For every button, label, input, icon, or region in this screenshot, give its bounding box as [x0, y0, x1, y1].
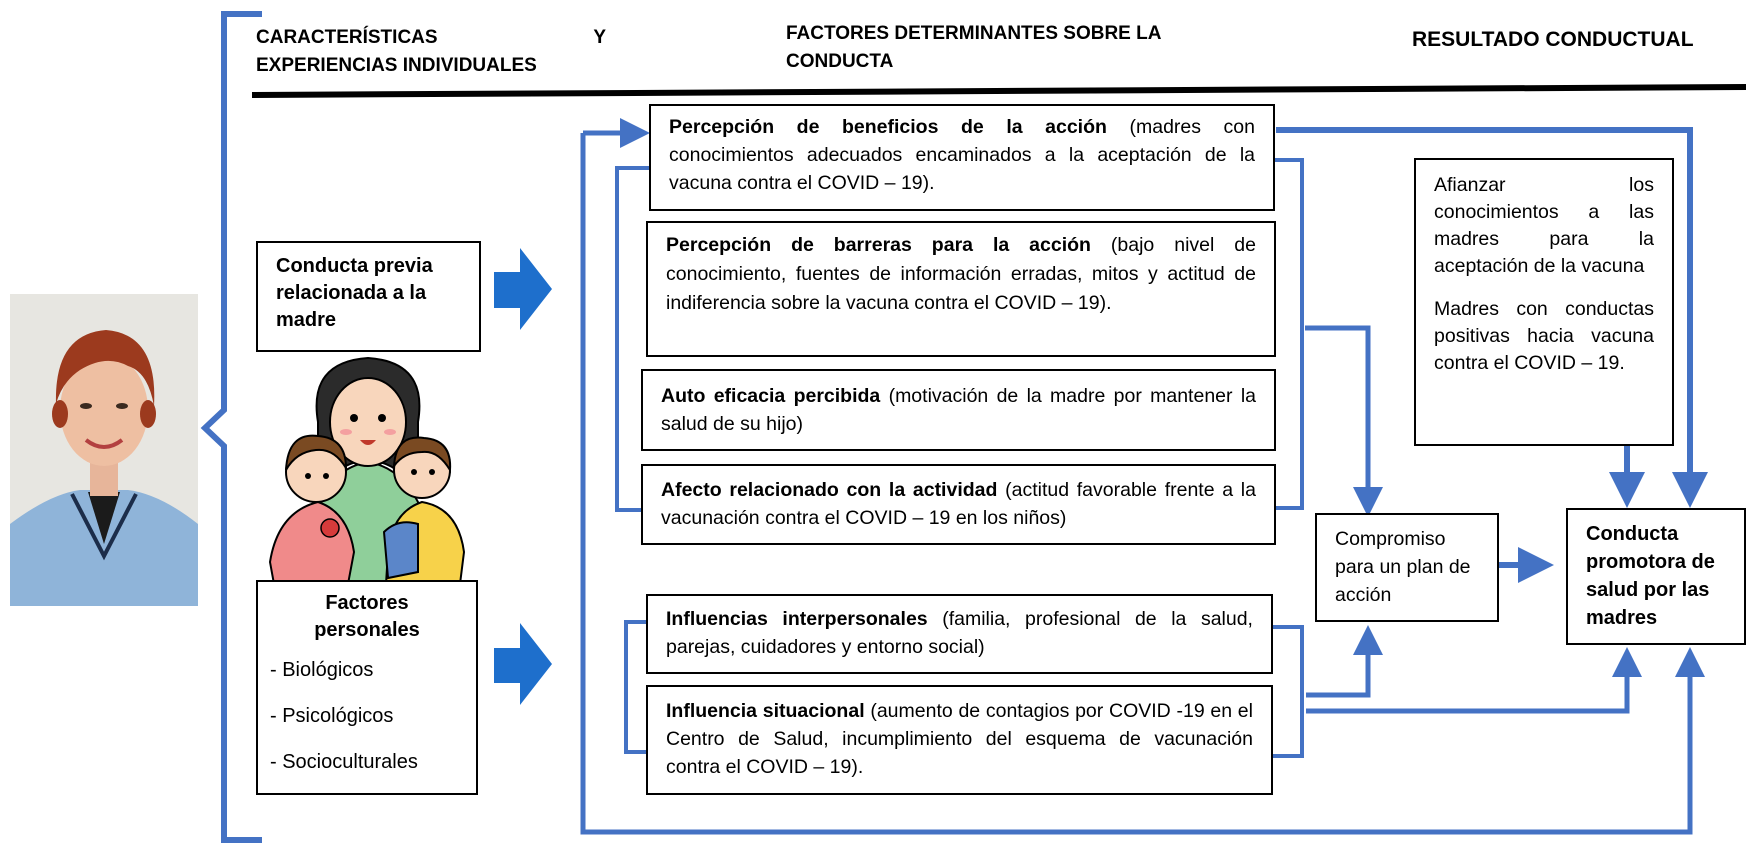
interpersonales-box: Influencias interpersonales (familia, pr…	[646, 594, 1273, 674]
beneficios-box: Percepción de beneficios de la acción (m…	[649, 104, 1275, 211]
group2-to-compromiso	[1306, 625, 1383, 698]
interpersonales-title: Influencias interpersonales	[666, 608, 928, 630]
beneficios-title: Percepción de beneficios de la acción	[669, 116, 1107, 138]
feedback-loop	[580, 133, 1705, 835]
barreras-text: (bajo nivel de conocimiento, fuentes de …	[666, 234, 1256, 314]
factores-personales-box: Factores personales - Biológicos - Psico…	[256, 580, 478, 795]
afecto-box: Afecto relacionado con la actividad (act…	[641, 464, 1276, 545]
afecto-title: Afecto relacionado con la actividad	[661, 479, 998, 501]
afianzar-text: Afianzar los conocimientos a las madres …	[1434, 174, 1654, 277]
group1-to-compromiso	[1305, 325, 1383, 517]
conducta-previa-box: Conducta previa relacionada a la madre	[256, 241, 481, 352]
header-col1-caracteristicas: CARACTERÍSTICAS	[256, 27, 438, 48]
header-col2: FACTORES DETERMINANTES SOBRE LA CONDUCTA	[786, 23, 1161, 72]
afecto-text: (actitud favorable frente a la vacunació…	[661, 479, 1256, 529]
interpersonales-text: (familia, profesional de la salud, parej…	[666, 608, 1253, 658]
group2-to-conducta	[1306, 647, 1642, 714]
factor-item: - Biológicos	[270, 659, 374, 681]
beneficios-text: (madres con conocimientos adecuados enca…	[669, 116, 1255, 194]
factores-personales-title: Factores personales	[314, 592, 420, 641]
autoeficacia-text: (motivación de la madre por mantener la …	[661, 385, 1256, 435]
barreras-box: Percepción de barreras para la acción (b…	[646, 221, 1276, 357]
outer-bracket	[200, 11, 262, 843]
big-arrow-upper	[494, 248, 552, 330]
beneficios-to-conducta	[1276, 127, 1708, 508]
header-col1-line2: EXPERIENCIAS INDIVIDUALES	[256, 55, 537, 76]
mother-children-illustration	[268, 352, 468, 585]
group1-right-bracket	[1274, 158, 1304, 510]
situacional-title: Influencia situacional	[666, 700, 865, 722]
header-col1-y: Y	[593, 27, 606, 48]
group1-left-bracket	[615, 166, 649, 512]
group2-right-bracket	[1272, 625, 1304, 758]
group2-left-bracket	[624, 620, 647, 754]
big-arrow-lower	[494, 623, 552, 705]
header-col1: CARACTERÍSTICAS Y EXPERIENCIAS INDIVIDUA…	[256, 24, 606, 80]
autoeficacia-title: Auto eficacia percibida	[661, 385, 881, 407]
situacional-box: Influencia situacional (aumento de conta…	[646, 685, 1273, 795]
autoeficacia-box: Auto eficacia percibida (motivación de l…	[641, 369, 1276, 451]
factor-item: - Psicológicos	[270, 705, 394, 727]
situacional-text: (aumento de contagios por COVID -19 en e…	[666, 700, 1253, 778]
conducta-promotora-box: Conducta promotora de salud por las madr…	[1566, 508, 1746, 645]
factor-item: - Socioculturales	[270, 751, 418, 773]
factores-personales-list: - Biológicos - Psicológicos - Sociocultu…	[270, 656, 464, 776]
madres-text: Madres con conductas positivas hacia vac…	[1434, 298, 1654, 374]
barreras-title: Percepción de barreras para la acción	[666, 234, 1091, 256]
header-rule	[251, 84, 1746, 98]
resultado-box: Afianzar los conocimientos a las madres …	[1414, 158, 1674, 446]
portrait-photo	[10, 294, 198, 606]
compromiso-box: Compromiso para un plan de acción	[1315, 513, 1499, 622]
header-col3: RESULTADO CONDUCTUAL	[1412, 28, 1694, 51]
